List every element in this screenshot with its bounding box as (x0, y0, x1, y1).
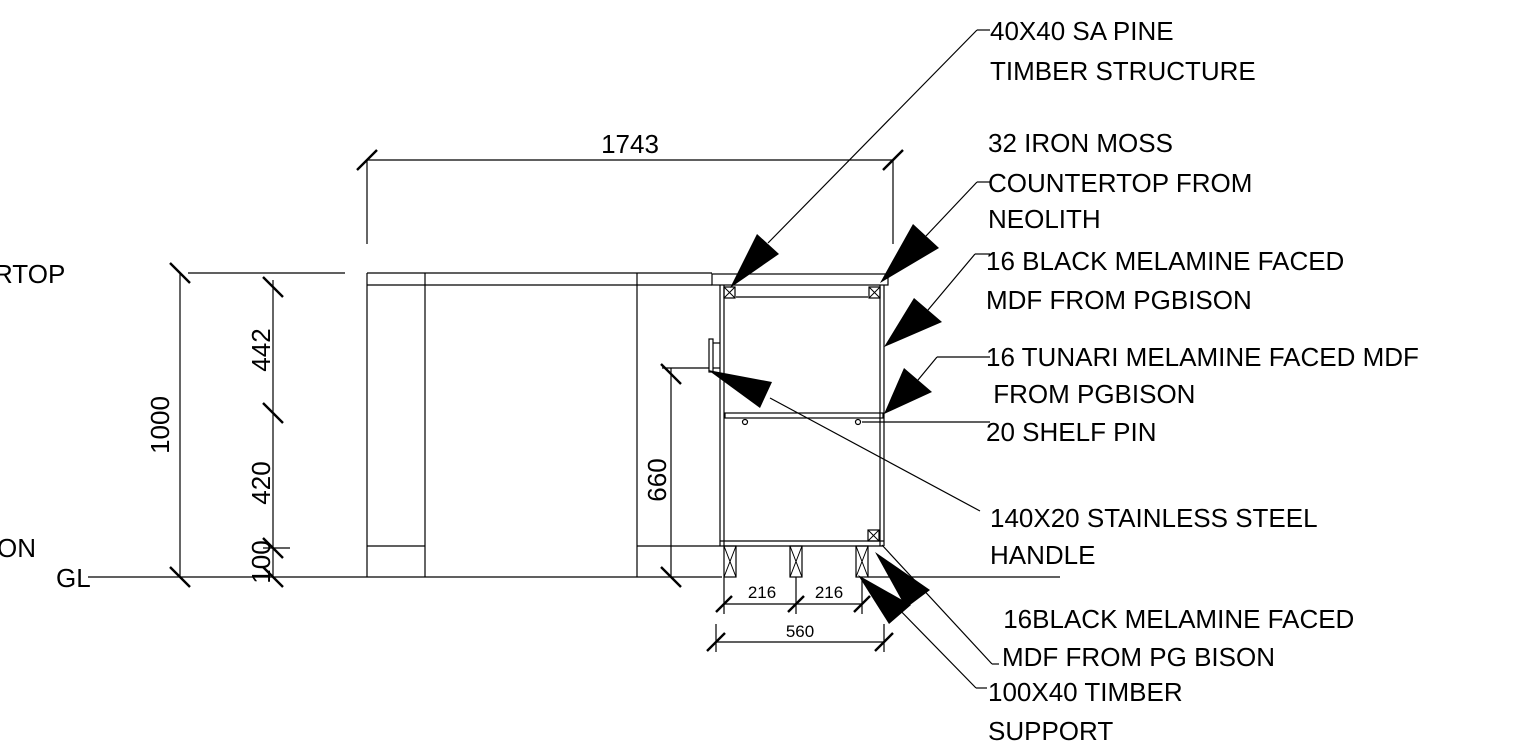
shelf-pin-left (741, 418, 749, 426)
shelf (724, 412, 884, 419)
svg-text:20 SHELF PIN: 20 SHELF PIN (986, 417, 1157, 447)
svg-text:16BLACK MELAMINE FACED: 16BLACK MELAMINE FACED (996, 604, 1354, 634)
annotation-leaders (708, 29, 999, 689)
svg-text:SUPPORT: SUPPORT (988, 716, 1113, 746)
svg-text:FROM PGBISON: FROM PGBISON (986, 379, 1195, 409)
svg-text:MDF FROM PG BISON: MDF FROM PG BISON (1002, 642, 1275, 672)
annotation-black-melamine: 16 BLACK MELAMINE FACED MDF FROM PGBISON (986, 246, 1344, 315)
dim-label-442: 442 (246, 328, 276, 371)
svg-text:16 TUNARI MELAMINE FACED MDF: 16 TUNARI MELAMINE FACED MDF (986, 342, 1419, 372)
annotation-handle: 140X20 STAINLESS STEEL HANDLE (990, 503, 1318, 570)
dim-label-216-left: 216 (748, 583, 776, 602)
svg-text:32 IRON MOSS: 32 IRON MOSS (988, 128, 1173, 158)
dim-label-660: 660 (642, 458, 672, 501)
annotation-countertop: 32 IRON MOSS COUNTERTOP FROM NEOLITH (988, 128, 1252, 234)
dim-label-1743: 1743 (601, 129, 659, 159)
dimension-leg-spacing: 216 216 (715, 577, 871, 614)
shelf-pin-right (854, 418, 862, 426)
label-countertop-fragment: RTOP (0, 259, 65, 289)
annotation-shelf-pin: 20 SHELF PIN (986, 417, 1157, 447)
svg-text:HANDLE: HANDLE (990, 540, 1095, 570)
svg-text:100X40 TIMBER: 100X40 TIMBER (988, 677, 1183, 707)
dimension-height-chain: 442 420 100 (246, 276, 290, 588)
dimension-depth: 560 (706, 622, 894, 652)
dim-label-420: 420 (246, 461, 276, 504)
dim-label-216-right: 216 (815, 583, 843, 602)
label-ion-fragment: ON (0, 533, 36, 563)
front-elevation (188, 272, 720, 577)
annotation-tunari-melamine: 16 TUNARI MELAMINE FACED MDF FROM PGBISO… (986, 342, 1419, 409)
svg-text:TIMBER STRUCTURE: TIMBER STRUCTURE (990, 56, 1256, 86)
timber-block-top-left (723, 286, 736, 299)
timber-block-top-right (868, 286, 881, 299)
dimension-overall-width: 1743 (356, 129, 904, 244)
timber-support-legs (723, 545, 869, 578)
countertop (711, 273, 889, 286)
label-ground-level: GL (56, 563, 91, 593)
dimension-handle-height: 660 (642, 363, 709, 588)
dim-label-100: 100 (246, 540, 276, 583)
annotation-pine-timber: 40X40 SA PINE TIMBER STRUCTURE (990, 16, 1256, 86)
svg-text:COUNTERTOP FROM: COUNTERTOP FROM (988, 168, 1252, 198)
handle (708, 338, 714, 373)
svg-text:MDF FROM PGBISON: MDF FROM PGBISON (986, 285, 1252, 315)
annotation-timber-support: 100X40 TIMBER SUPPORT (988, 677, 1183, 746)
svg-text:40X40 SA PINE: 40X40 SA PINE (990, 16, 1174, 46)
svg-text:NEOLITH: NEOLITH (988, 204, 1101, 234)
cabinet-section (708, 273, 889, 578)
dimension-overall-height: 1000 (145, 262, 191, 588)
dim-label-560: 560 (786, 622, 814, 641)
annotation-black-melamine-plinth: 16BLACK MELAMINE FACED MDF FROM PG BISON (996, 604, 1354, 672)
dim-label-1000: 1000 (145, 396, 175, 454)
svg-text:140X20 STAINLESS STEEL: 140X20 STAINLESS STEEL (990, 503, 1318, 533)
svg-text:16 BLACK MELAMINE FACED: 16 BLACK MELAMINE FACED (986, 246, 1344, 276)
timber-block-bottom-right (867, 529, 880, 542)
